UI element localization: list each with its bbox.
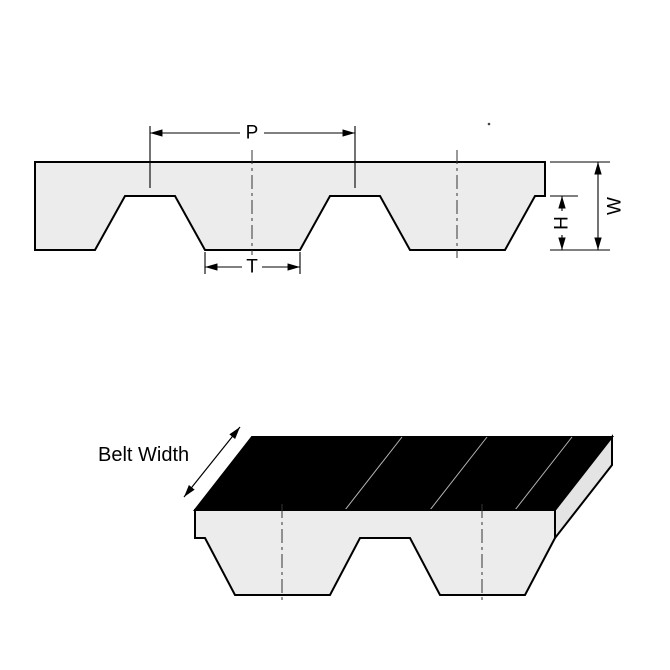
belt-thickness-label: W	[605, 197, 626, 215]
pitch-label: P	[246, 123, 259, 144]
belt-thickness-dimension: W	[594, 162, 626, 250]
tooth-height-dimension: H	[552, 196, 573, 250]
tooth-width-dimension: T	[204, 252, 301, 279]
tooth-width-label: T	[246, 257, 258, 278]
pitch-label-backing	[240, 121, 264, 145]
stray-dot	[487, 122, 491, 126]
belt-top-face	[192, 436, 615, 511]
belt-profile-shape	[34, 161, 546, 251]
top-face-seam-line	[514, 436, 573, 511]
tooth-height-label-backing	[552, 211, 572, 235]
belt-cross-section-view: P T H W	[34, 121, 626, 279]
belt-front-face	[194, 509, 556, 596]
top-face-seam-line	[344, 436, 403, 511]
belt-isometric-view: Belt Width	[98, 426, 615, 602]
belt-width-annotation: Belt Width	[98, 426, 241, 498]
pitch-dimension: P	[149, 121, 356, 188]
tooth-width-label-backing	[242, 255, 262, 279]
belt-width-arrow	[183, 426, 241, 498]
belt-width-label: Belt Width	[98, 444, 189, 466]
top-face-seam-line	[429, 436, 488, 511]
tooth-height-label: H	[552, 216, 573, 230]
